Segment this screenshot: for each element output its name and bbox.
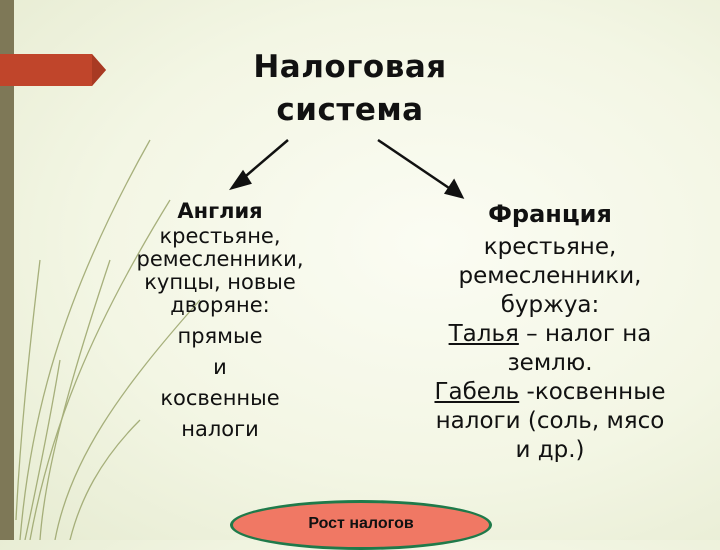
france-column: Франция крестьяне, ремесленники, буржуа:… <box>400 200 700 465</box>
arrow-head-france-icon <box>443 178 465 199</box>
france-heading: Франция <box>488 200 612 228</box>
gabelle-term: Габель <box>434 379 520 405</box>
title-line-1: Налоговая <box>253 49 447 85</box>
england-line: ремесленники, <box>136 247 304 271</box>
arrow-head-england-icon <box>229 169 252 191</box>
france-line: ремесленники, <box>458 263 642 289</box>
england-column: Англия крестьяне, ремесленники, купцы, н… <box>100 200 340 441</box>
france-line: землю. <box>507 350 593 376</box>
arrow-to-england <box>239 139 289 182</box>
england-line: крестьяне, <box>159 224 281 248</box>
gabelle-rest: -косвенные <box>519 379 666 405</box>
england-line: косвенные <box>160 386 280 410</box>
france-line: и др.) <box>515 437 585 463</box>
england-line: купцы, новые <box>144 270 296 294</box>
badge-label: Рост налогов <box>308 515 414 532</box>
england-line: прямые <box>177 324 263 348</box>
france-line: крестьяне, <box>483 234 617 260</box>
england-heading: Англия <box>177 199 263 223</box>
page-title: Налоговая система <box>200 46 500 132</box>
arrows <box>229 138 465 199</box>
taille-rest: – налог на <box>518 321 652 347</box>
tax-growth-badge[interactable]: Рост налогов <box>230 500 492 550</box>
england-line: и <box>213 355 227 379</box>
taille-term: Талья <box>448 321 519 347</box>
france-gabelle-line: Габель -косвенные <box>400 378 700 407</box>
title-line-2: система <box>276 92 424 128</box>
orange-pointer-icon <box>0 54 106 86</box>
left-side-bar <box>0 0 14 540</box>
france-taille-line: Талья – налог на <box>400 320 700 349</box>
grass-strokes <box>15 139 201 540</box>
england-line: налоги <box>181 417 259 441</box>
france-line: буржуа: <box>500 292 600 318</box>
arrow-to-france <box>377 138 453 192</box>
england-line: дворяне: <box>170 293 270 317</box>
france-line: налоги (соль, мясо <box>435 408 665 434</box>
